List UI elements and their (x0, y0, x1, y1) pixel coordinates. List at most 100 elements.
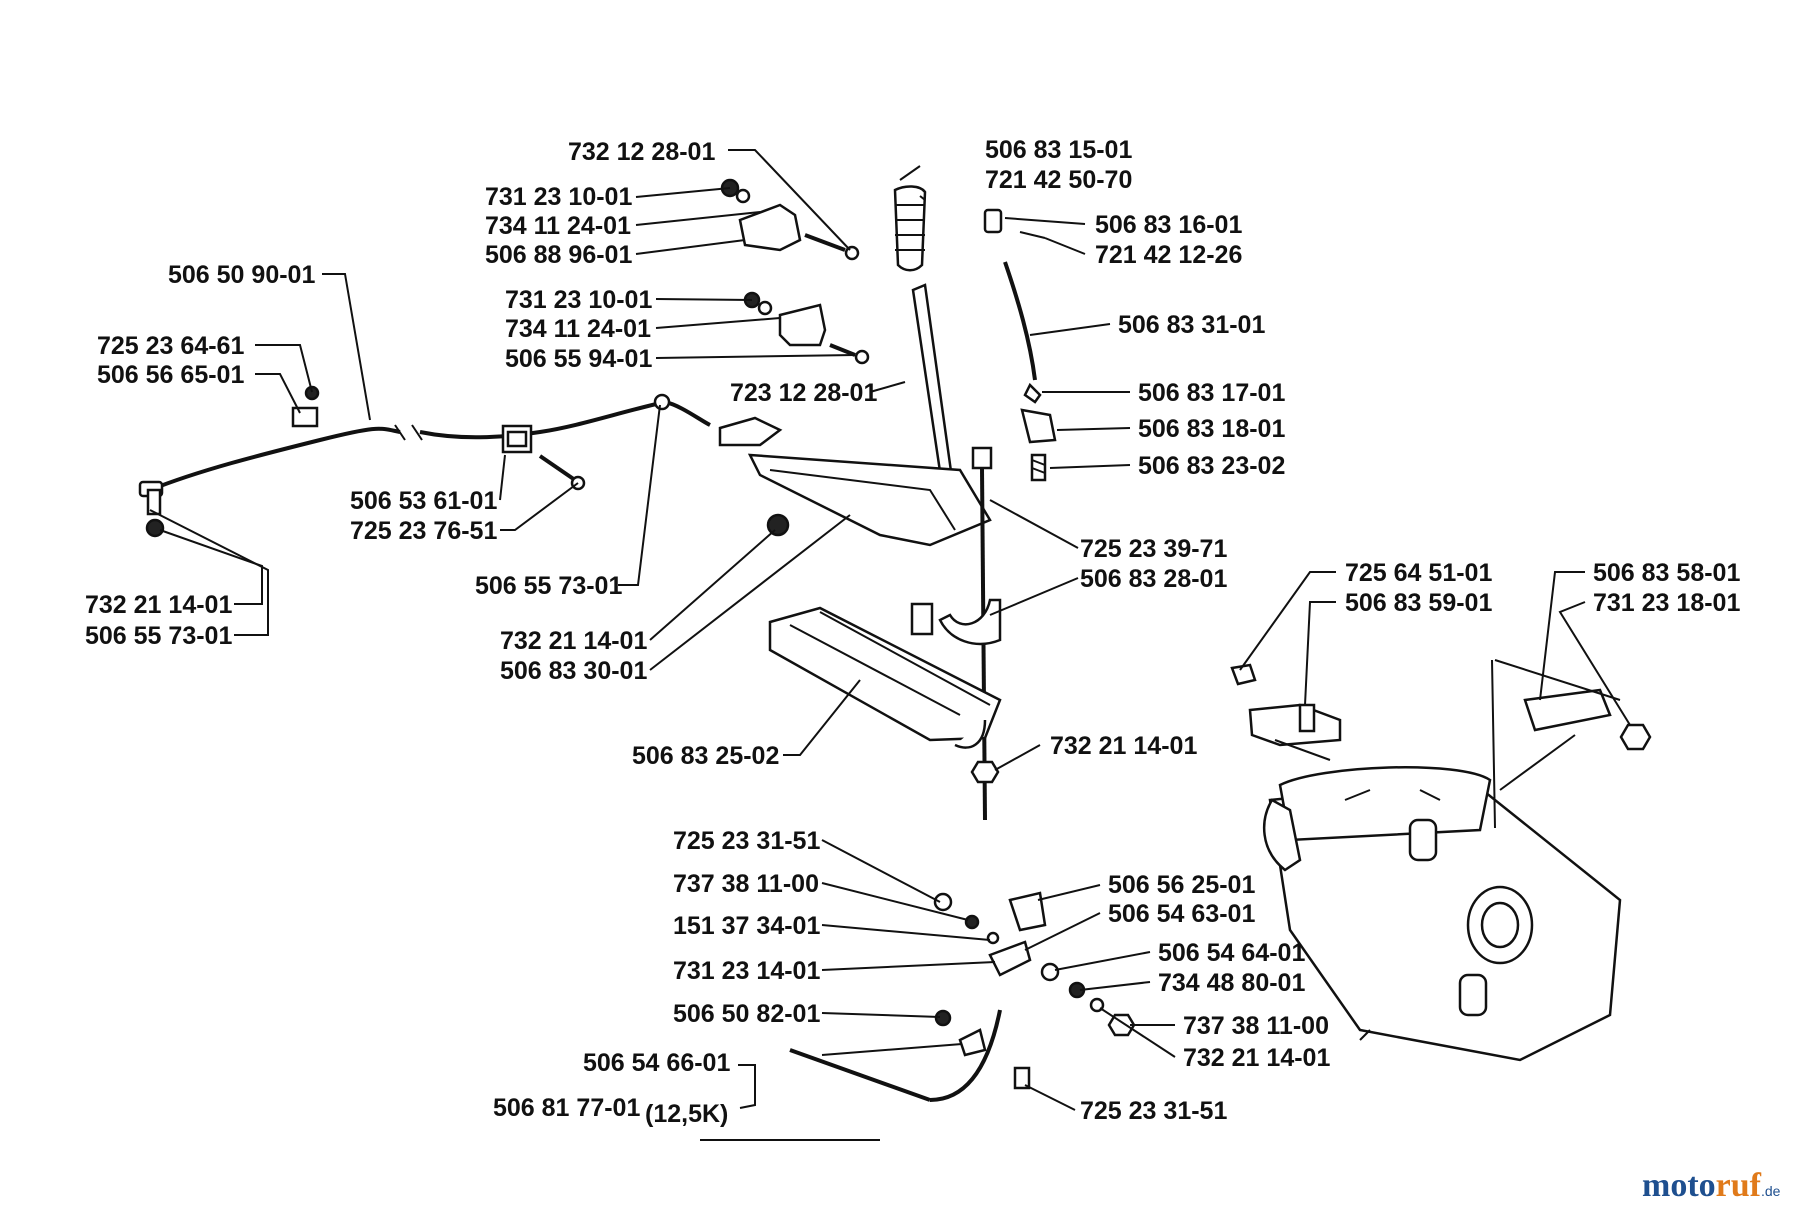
part-label: 506 56 65-01 (97, 361, 244, 389)
guide-rail (768, 606, 1002, 742)
part-label: 506 83 31-01 (1118, 311, 1265, 339)
screw-left (304, 385, 320, 401)
pivot-head (983, 208, 1003, 234)
cable-clamp-mid-inner (506, 430, 528, 448)
part-label: 737 38 11-00 (673, 870, 819, 898)
washer-top-2 (757, 300, 773, 316)
bracket-top-1 (738, 203, 802, 252)
clip (1020, 408, 1057, 444)
phantom-line-4 (1359, 1029, 1371, 1041)
bolt-top-2-head (854, 349, 870, 365)
part-label: 721 42 12-26 (1095, 241, 1242, 269)
part-label: 506 50 82-01 (673, 1000, 820, 1028)
cable-clamp-lower (958, 1028, 987, 1057)
bushing-lower (1040, 962, 1060, 982)
saddle-clamp (938, 598, 1002, 646)
linkage-rod (1003, 261, 1037, 381)
lever-lower (988, 940, 1032, 977)
part-label: 725 23 31-51 (1080, 1097, 1227, 1125)
washer-lower-1 (964, 914, 980, 930)
part-label: 506 54 66-01 (583, 1049, 730, 1077)
phantom-line-1 (1274, 739, 1331, 761)
part-label: 506 55 73-01 (85, 622, 232, 650)
part-label: 506 54 64-01 (1158, 939, 1305, 967)
bolt-vertical-head (971, 446, 993, 470)
part-label: 721 42 50-70 (985, 166, 1132, 194)
part-label: 725 64 51-01 (1345, 559, 1492, 587)
spring (1030, 453, 1047, 482)
cable-end-pin (146, 488, 162, 516)
housing-pin-bottom (1458, 973, 1488, 1017)
clamp-screw (538, 454, 577, 482)
housing-details (1344, 789, 1441, 801)
cable-eye (653, 393, 671, 411)
lever-base-edge (769, 469, 956, 531)
part-label: 734 48 80-01 (1158, 969, 1305, 997)
throttle-cable-left (149, 426, 401, 492)
part-label: 506 83 59-01 (1345, 589, 1492, 617)
part-label: 506 88 96-01 (485, 241, 632, 269)
nut-lower-1 (933, 892, 953, 912)
bracket-right-1 (1248, 703, 1342, 747)
lever-plate-small (718, 416, 783, 447)
cable-lower-curve (929, 1009, 1002, 1102)
part-label: 734 11 24-01 (505, 315, 651, 343)
part-label: 506 50 90-01 (168, 261, 315, 289)
nut-left (145, 518, 165, 538)
nut-lever (766, 513, 790, 537)
part-label: 725 23 76-51 (350, 517, 497, 545)
bracket-top-2 (778, 303, 827, 347)
nut-right-2 (1619, 723, 1652, 751)
part-label: 725 23 39-71 (1080, 535, 1227, 563)
part-label: 723 12 28-01 (730, 379, 877, 407)
bolt-top-1 (804, 233, 846, 252)
lever-base-plate (747, 453, 992, 547)
part-label: 732 21 14-01 (500, 627, 647, 655)
part-label: 506 83 58-01 (1593, 559, 1740, 587)
part-label: 506 55 73-01 (475, 572, 622, 600)
part-label: 506 83 18-01 (1138, 415, 1285, 443)
part-label: 734 11 24-01 (485, 212, 631, 240)
rod-end (1023, 382, 1042, 404)
guide-rail-hook (954, 719, 987, 749)
throttle-cable-mid (419, 400, 666, 440)
part-label: 506 83 17-01 (1138, 379, 1285, 407)
lever-grip-ridges (895, 204, 925, 251)
part-label: 732 21 14-01 (1050, 732, 1197, 760)
part-label: 737 38 11-00 (1183, 1012, 1329, 1040)
phantom-line-2 (1491, 659, 1621, 829)
part-label: 725 23 31-51 (673, 827, 820, 855)
part-label: 506 54 63-01 (1108, 900, 1255, 928)
part-label: (12,5K) (645, 1100, 728, 1128)
part-label: 506 83 23-02 (1138, 452, 1285, 480)
cable-break-mark (394, 424, 423, 441)
cable-lower (789, 1048, 931, 1102)
part-label: 506 55 94-01 (505, 345, 652, 373)
part-label: 731 23 18-01 (1593, 589, 1740, 617)
housing-boss-inner (1480, 901, 1520, 949)
housing-cap (1262, 798, 1302, 872)
housing-pin-top (1408, 818, 1438, 862)
saddle-clamp-pin (910, 602, 934, 636)
washer-lower-2 (986, 931, 1000, 945)
part-label: 725 23 64-61 (97, 332, 244, 360)
bracket-right-2 (1523, 688, 1612, 732)
guide-rail-edges (789, 611, 991, 716)
watermark-logo: motoruf.de (1642, 1167, 1781, 1204)
nut-lower-3 (934, 1009, 952, 1027)
screw-lower (1013, 1066, 1031, 1090)
pivot-pin (1019, 231, 1046, 239)
housing-top (1278, 766, 1492, 842)
throttle-cable-end (664, 400, 711, 427)
part-label: 506 83 25-02 (632, 742, 779, 770)
leader-lines (149, 149, 1631, 1141)
part-label: 732 12 28-01 (568, 138, 715, 166)
bolt-top-2 (829, 343, 856, 357)
part-labels: 732 12 28-01 731 23 10-01 734 11 24-01 5… (85, 136, 1740, 1128)
part-label: 506 83 28-01 (1080, 565, 1227, 593)
bolt-right-1 (1230, 663, 1257, 686)
part-label: 732 21 14-01 (85, 591, 232, 619)
part-label: 506 56 25-01 (1108, 871, 1255, 899)
phantom-line-3 (1499, 734, 1576, 791)
